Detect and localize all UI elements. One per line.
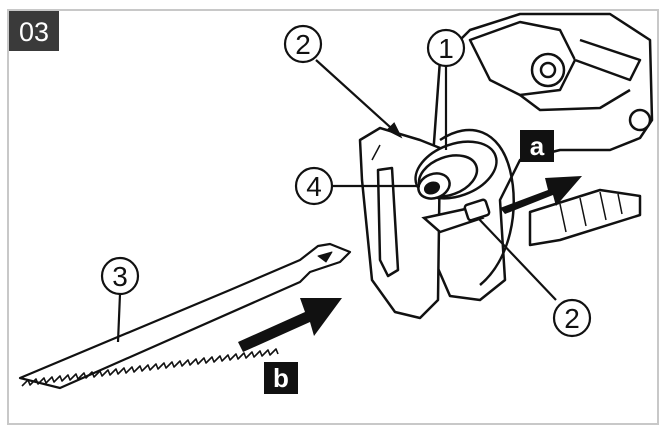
leader-2-top: [315, 59, 401, 137]
direction-b-text: b: [273, 363, 289, 393]
saw-body: [428, 12, 654, 302]
direction-label-a: a: [520, 130, 554, 162]
blade-clamp: [414, 140, 498, 234]
leader-3: [116, 293, 122, 343]
figure-frame: [7, 9, 659, 425]
step-badge: 03: [9, 11, 59, 51]
saw-blade: [18, 242, 352, 390]
direction-a-text: a: [530, 131, 545, 161]
blade-teeth: [21, 348, 279, 387]
leader-2-bottom: [477, 217, 557, 301]
arrow-a: [500, 176, 582, 214]
callout-4: 4: [294, 166, 334, 206]
step-number: 03: [19, 17, 49, 47]
callout-2-bottom-text: 2: [564, 303, 580, 334]
callout-1: 1: [426, 28, 466, 68]
callout-4-text: 4: [306, 171, 322, 202]
direction-label-b: b: [264, 362, 298, 394]
leader-lines: [116, 59, 557, 343]
callout-3: 3: [100, 256, 140, 296]
callout-2-top-text: 2: [295, 29, 311, 60]
callout-2-bottom: 2: [552, 298, 592, 338]
callout-1-text: 1: [438, 33, 454, 64]
callout-2-top: 2: [283, 24, 323, 64]
callout-3-text: 3: [112, 261, 128, 292]
arrow-b: [238, 298, 342, 352]
